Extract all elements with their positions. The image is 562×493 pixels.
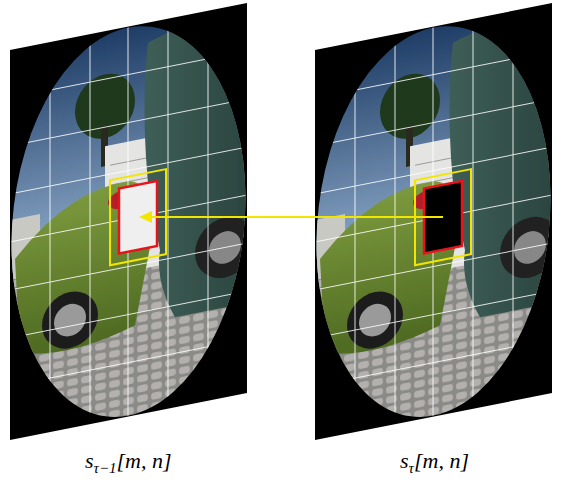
arrow-head	[139, 211, 152, 223]
caption-text: [m, n]	[414, 448, 469, 473]
frame-caption: sτ[m, n]	[400, 448, 469, 474]
caption-text: s	[400, 448, 409, 473]
caption-text: s	[85, 448, 94, 473]
caption-text: τ−1	[94, 460, 117, 476]
frame-caption: sτ−1[m, n]	[85, 448, 172, 474]
motion-arrow	[150, 216, 443, 218]
caption-text: [m, n]	[117, 448, 172, 473]
current-frame	[315, 1, 560, 440]
previous-frame	[10, 1, 255, 440]
caption-text: τ	[409, 460, 414, 476]
